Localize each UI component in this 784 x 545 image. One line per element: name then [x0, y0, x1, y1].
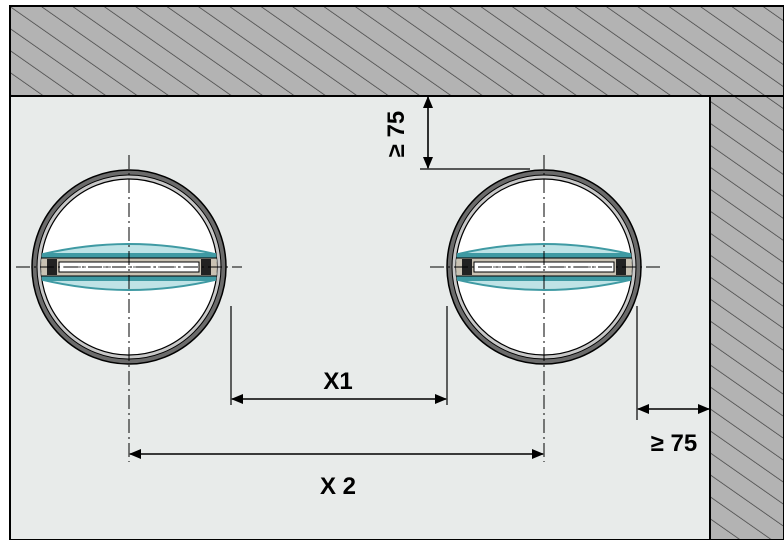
- extension-lines: [230, 168, 638, 420]
- centerlines: [16, 155, 660, 462]
- top-clearance-label: ≥ 75: [383, 111, 410, 158]
- x1-label: X1: [323, 368, 352, 395]
- x2-label: X 2: [320, 473, 356, 500]
- right-bearing: [201, 259, 211, 275]
- right-bearing: [616, 259, 626, 275]
- dimension-lines: [129, 96, 710, 459]
- side-clearance-label: ≥ 75: [651, 430, 698, 457]
- ceiling-wall: [9, 5, 784, 97]
- side-wall: [709, 95, 784, 541]
